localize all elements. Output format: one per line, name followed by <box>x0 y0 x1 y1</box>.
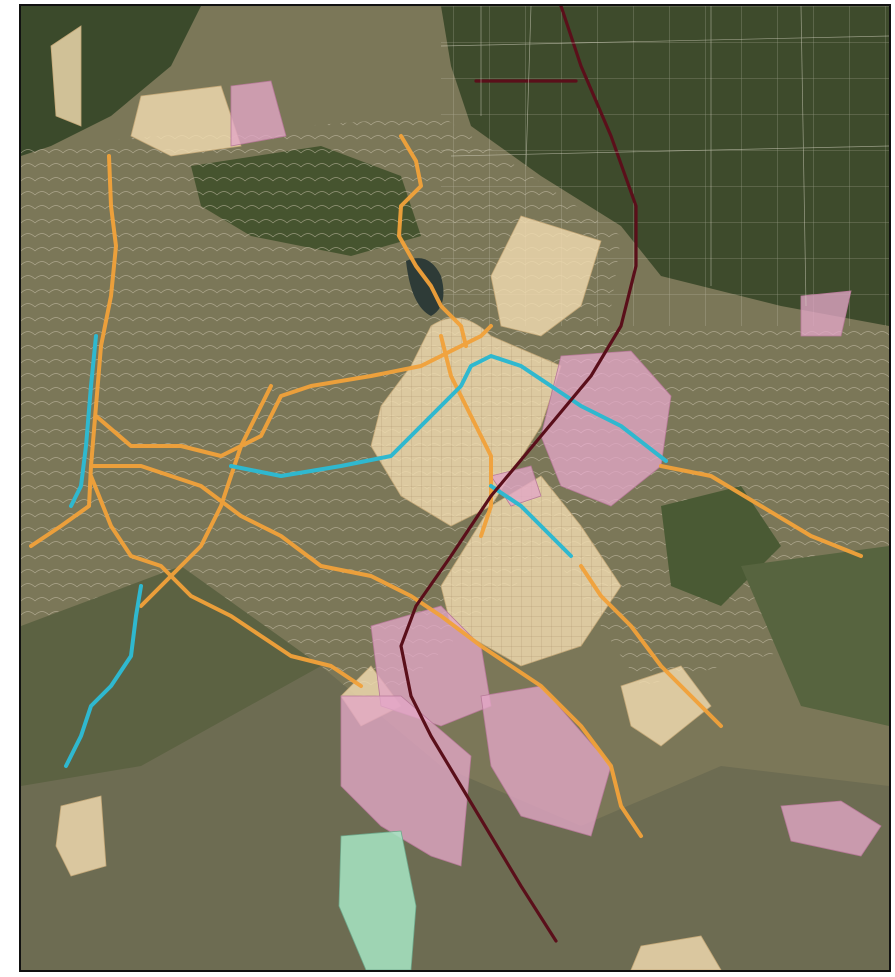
blue-routes <box>64 334 668 768</box>
pink-zones <box>230 80 882 867</box>
map-frame <box>19 4 891 972</box>
orange-routes <box>29 134 863 838</box>
green-zone <box>338 830 417 970</box>
map-canvas[interactable] <box>21 6 889 970</box>
forest-parcel-lines <box>440 6 889 307</box>
rail-corridor <box>399 6 638 943</box>
